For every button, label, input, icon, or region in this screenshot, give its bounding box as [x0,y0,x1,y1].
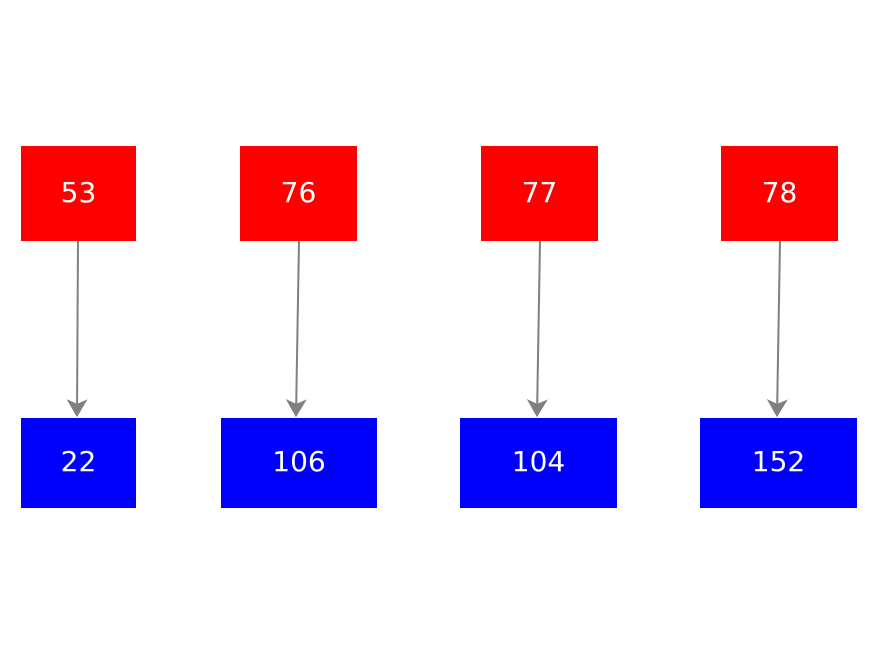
node-label: 77 [521,175,558,209]
node-n152[interactable]: 152 [700,418,857,508]
node-n76[interactable]: 76 [240,146,357,241]
edges-group [66,240,788,418]
edge-n78-to-n152 [766,240,788,418]
edge-n77-to-n104 [526,240,548,418]
edge-n53-to-n22 [66,240,88,418]
node-n53[interactable]: 53 [21,146,136,241]
node-label: 22 [60,445,97,478]
node-label: 106 [272,445,326,478]
node-label: 104 [511,445,566,478]
node-label: 53 [60,175,97,209]
node-n77[interactable]: 77 [481,146,598,241]
node-label: 152 [751,445,806,478]
node-label: 78 [761,175,798,209]
node-n106[interactable]: 106 [221,418,377,508]
node-n22[interactable]: 22 [21,418,136,508]
node-n78[interactable]: 78 [721,146,838,241]
node-n104[interactable]: 104 [460,418,617,508]
node-label: 76 [280,175,317,209]
edge-n76-to-n106 [285,240,307,418]
